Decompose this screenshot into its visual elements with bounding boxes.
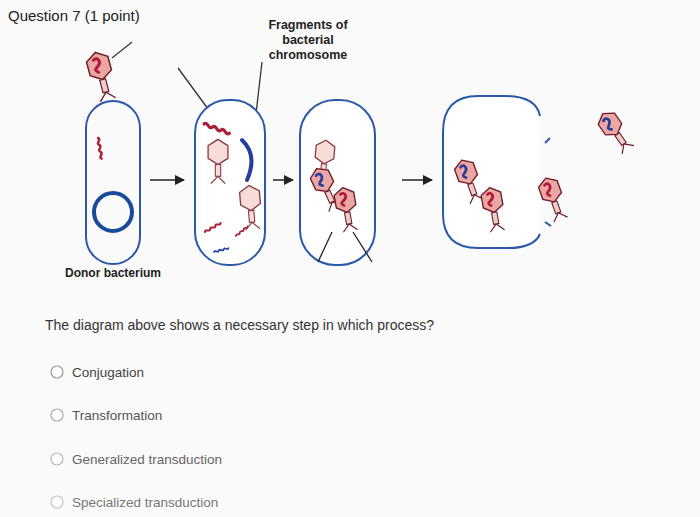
dna-fragment (236, 226, 248, 237)
phage (208, 139, 228, 183)
bacterial-chromosome (94, 193, 132, 231)
callout-label: Fragments of bacterial chromosome (262, 18, 354, 63)
phage (480, 186, 507, 233)
dna-fragment (97, 138, 103, 159)
answer-option: Conjugation (72, 364, 372, 381)
answer-option: Generalized transduction (72, 451, 372, 468)
phage (239, 185, 263, 231)
answer-option: Transformation (72, 407, 372, 424)
step-arrow (402, 179, 432, 181)
tail-line (353, 232, 372, 262)
dna-fragment (242, 140, 251, 180)
question-text: The diagram above shows a necessary step… (45, 316, 675, 334)
answer-option: Specialized transduction (72, 494, 372, 511)
dna-fragment (204, 123, 230, 135)
phage (536, 175, 570, 223)
phage (85, 50, 119, 103)
cell-fragment (545, 222, 551, 226)
bacterium-cell (195, 100, 265, 265)
dna-fragment (214, 247, 229, 252)
radio-button (51, 453, 63, 465)
leader-line (112, 42, 132, 58)
radio-button (51, 496, 63, 508)
step-arrow (273, 179, 293, 181)
tail-line (318, 232, 332, 262)
lysed-cell (443, 96, 540, 248)
bacterium-cell (300, 100, 375, 265)
radio-button (51, 409, 63, 421)
step-arrow (150, 179, 184, 181)
cell-fragment (545, 138, 550, 143)
phage (333, 186, 360, 233)
radio-button (51, 366, 63, 378)
bacterium-cell: Donor bacterium (85, 100, 141, 265)
phage (595, 108, 637, 155)
dna-fragment (205, 222, 221, 233)
node-label: Donor bacterium (65, 266, 161, 280)
question-title: Question 7 (1 point) (8, 7, 140, 24)
